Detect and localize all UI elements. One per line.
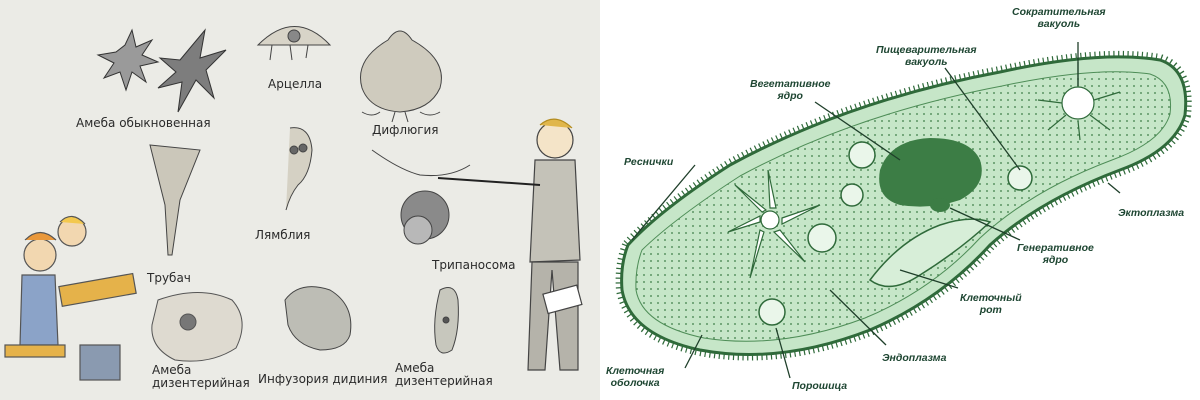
- paramecium-drawing: [615, 42, 1192, 379]
- cell-mouth-shape: [868, 218, 992, 288]
- paramecium-diagram-panel: Сократительная вакуоль Пищеварительная в…: [600, 0, 1200, 400]
- label-ameba-dysentery-1: Амеба дизентерийная: [152, 363, 250, 390]
- label-ameba-common: Амеба обыкновенная: [76, 116, 211, 130]
- label-trumpeter: Трубач: [147, 271, 191, 285]
- label-generative-nucleus: Генеративное ядро: [1017, 242, 1094, 266]
- label-trypanosoma: Трипаносома: [432, 258, 516, 272]
- label-arcella: Арцелла: [268, 77, 323, 91]
- label-cell-mouth: Клеточный рот: [960, 292, 1022, 316]
- label-ectoplasm: Эктоплазма: [1118, 207, 1185, 219]
- label-lamblia: Лямблия: [255, 228, 311, 242]
- label-contractile-vacuole: Сократительная вакуоль: [1012, 6, 1106, 30]
- label-powder-pore: Порошица: [792, 380, 848, 392]
- protists-drawings: [4, 26, 583, 381]
- label-digestive-vacuole: Пищеварительная вакуоль: [876, 44, 977, 68]
- vegetative-nucleus-shape: [879, 138, 982, 207]
- ameba-dysentery-2-figure: [434, 287, 459, 354]
- ameba-common-figure: [96, 28, 227, 113]
- digestive-vacuoles: [758, 141, 1033, 326]
- label-infusoria-didinia: Инфузория дидиния: [258, 372, 388, 386]
- protists-illustration-panel: Амеба обыкновенная Арцелла Дифлюгия Лямб…: [0, 0, 600, 400]
- label-endoplasm: Эндоплазма: [882, 352, 947, 364]
- ectoplasm-layer: [635, 71, 1172, 342]
- teacher-figure: [437, 118, 583, 371]
- label-cilia: Реснички: [624, 156, 674, 168]
- ameba-dysentery-1-figure: [151, 292, 243, 362]
- arcella-figure: [256, 26, 332, 61]
- difflugia-figure: [360, 30, 442, 123]
- label-cell-membrane: Клеточная оболочка: [606, 365, 665, 389]
- label-ameba-dysentery-2: Амеба дизентерийная: [395, 361, 493, 388]
- leader-lines: [631, 42, 1121, 379]
- contractile-vacuole-right: [1037, 62, 1121, 141]
- trumpeter-figure: [149, 144, 201, 256]
- infusoria-didinia-figure: [284, 286, 352, 351]
- label-difflugia: Дифлюгия: [372, 123, 439, 137]
- generative-nucleus-shape: [930, 198, 950, 212]
- label-vegetative-nucleus: Вегетативное ядро: [750, 78, 831, 102]
- lamblia-figure: [285, 127, 313, 211]
- students-figure: [4, 215, 137, 381]
- contractile-vacuole-left: [727, 169, 821, 279]
- trypanosoma-figure: [371, 149, 471, 245]
